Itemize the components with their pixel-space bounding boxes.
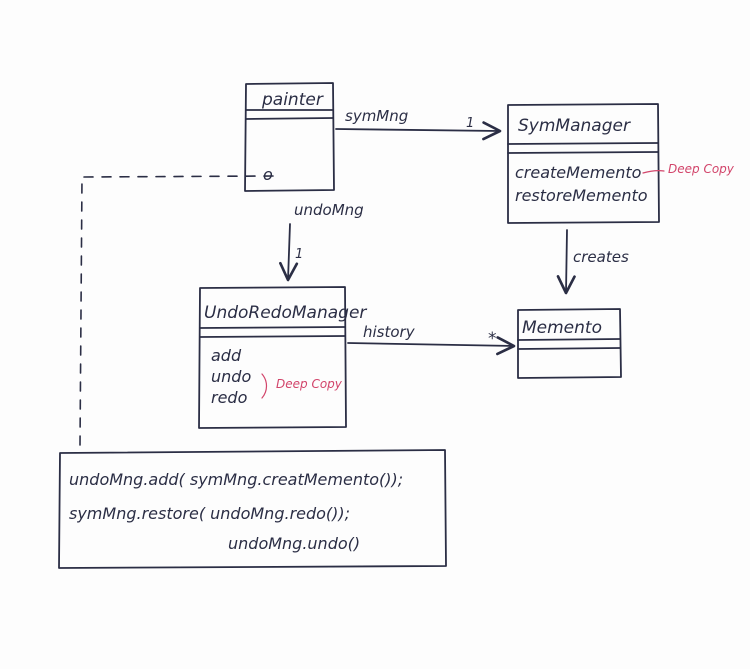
sym-manager-class-name: SymManager xyxy=(518,116,631,136)
code-note-line-1: undoMng.add( symMng.creatMemento()); xyxy=(69,470,403,489)
note-dashed-connector xyxy=(79,175,274,446)
sym-mng-label: symMng xyxy=(345,107,408,125)
code-note[interactable]: undoMng.add( symMng.creatMemento()); sym… xyxy=(58,449,447,569)
creates-label: creates xyxy=(573,248,629,266)
memento-class-name: Memento xyxy=(522,318,602,338)
creates-arrow xyxy=(556,229,576,295)
association-undo-mng[interactable]: undoMng 1 xyxy=(279,201,364,282)
memento-box xyxy=(517,308,622,379)
sym-manager-note-connector xyxy=(642,170,665,174)
undo-redo-manager-method-add: add xyxy=(211,346,242,365)
undo-mng-multiplicity: 1 xyxy=(295,247,303,262)
painter-attr-divider xyxy=(245,117,334,120)
memento-name-divider xyxy=(517,338,621,341)
sym-manager-method-restore-memento: restoreMemento xyxy=(515,186,648,205)
undo-redo-manager-deep-copy-note: Deep Copy xyxy=(276,377,343,391)
undo-redo-manager-attr-divider xyxy=(199,335,346,338)
association-creates[interactable]: creates xyxy=(556,229,629,295)
history-arrow xyxy=(347,336,516,356)
undo-redo-manager-name-divider xyxy=(199,326,346,329)
undo-redo-manager-class-name: UndoRedoManager xyxy=(204,303,367,323)
painter-aggregation-diamond: o xyxy=(263,165,273,184)
undo-redo-manager-box xyxy=(198,286,347,429)
code-note-line-3: undoMng.undo() xyxy=(228,534,360,553)
sym-mng-multiplicity: 1 xyxy=(466,116,474,131)
sym-manager-name-divider xyxy=(507,142,659,145)
memento-attr-divider xyxy=(517,347,621,350)
sym-mng-arrow xyxy=(335,121,502,141)
history-multiplicity: * xyxy=(488,329,497,349)
undo-redo-manager-note-bracket xyxy=(261,373,268,399)
class-memento[interactable]: Memento xyxy=(517,308,622,379)
sym-manager-deep-copy-note: Deep Copy xyxy=(668,162,735,176)
class-painter[interactable]: painter o xyxy=(244,82,335,192)
class-undo-redo-manager[interactable]: UndoRedoManager add undo redo Deep Copy xyxy=(198,286,367,429)
sym-manager-method-create-memento: createMemento xyxy=(515,163,642,182)
painter-class-name: painter xyxy=(261,90,324,110)
undo-redo-manager-method-undo: undo xyxy=(211,367,251,386)
history-label: history xyxy=(363,323,416,341)
sym-manager-attr-divider xyxy=(507,151,659,154)
code-note-line-2: symMng.restore( undoMng.redo()); xyxy=(69,504,350,523)
painter-box xyxy=(244,82,335,192)
code-note-box xyxy=(58,449,447,569)
undo-redo-manager-method-redo: redo xyxy=(211,388,248,407)
association-sym-mng[interactable]: symMng 1 xyxy=(335,107,502,141)
sym-manager-box xyxy=(507,103,660,224)
association-history[interactable]: history * xyxy=(347,323,516,356)
undo-mng-arrow xyxy=(279,223,299,282)
undo-mng-label: undoMng xyxy=(294,201,364,219)
class-sym-manager[interactable]: SymManager createMemento restoreMemento … xyxy=(507,103,735,224)
